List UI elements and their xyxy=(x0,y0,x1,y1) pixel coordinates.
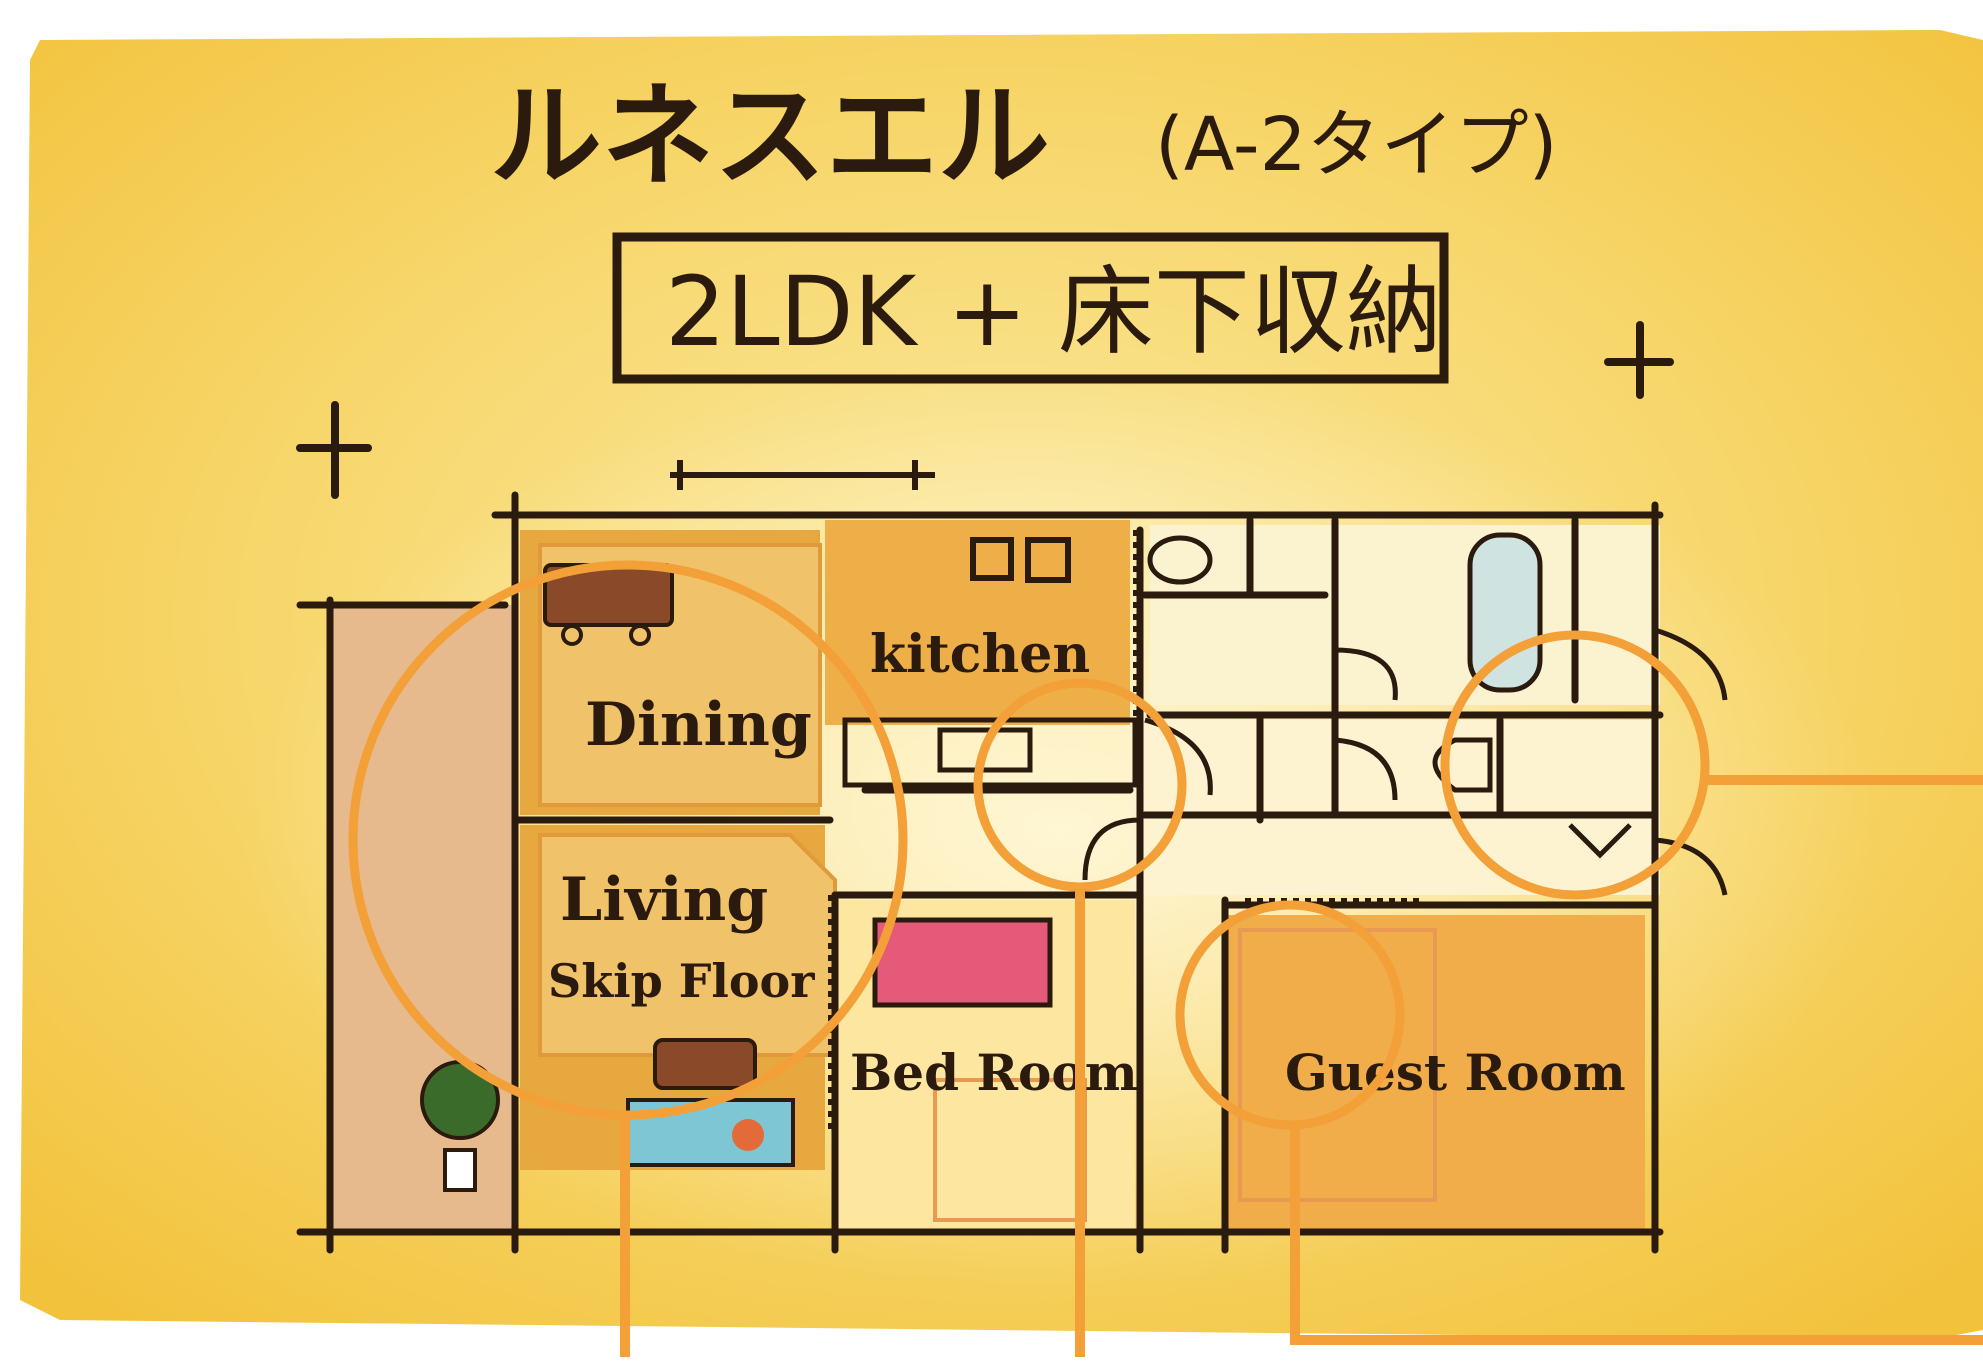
terrace-area xyxy=(330,605,512,1235)
dimension-marker xyxy=(670,460,935,490)
bath-area xyxy=(1150,525,1660,705)
callout-lines xyxy=(620,775,1983,1357)
kitchen-floor xyxy=(825,520,1130,725)
dotted-partitions xyxy=(828,530,1420,1130)
room-label-guest-room: Guest Room xyxy=(1285,1043,1626,1102)
bathtub-icon xyxy=(1467,532,1543,693)
room-label-dining: Dining xyxy=(585,690,812,760)
floor-plan-walls xyxy=(296,491,1664,1254)
guest-room-tatami xyxy=(1238,928,1437,1202)
chair-icon xyxy=(561,624,583,646)
sparkle-icon xyxy=(1604,321,1674,399)
chair-icon xyxy=(629,624,651,646)
door-swings xyxy=(1082,627,1728,896)
room-label-kitchen: kitchen xyxy=(870,624,1090,685)
kitchen-counter xyxy=(842,717,1138,788)
room-label-living: Living xyxy=(560,865,768,935)
room-label-bedroom: Bed Room xyxy=(850,1043,1138,1102)
room-label-skip-floor: Skip Floor xyxy=(548,954,815,1008)
sink-icon xyxy=(937,727,1033,773)
plan-title: ルネスエル xyxy=(490,72,1050,202)
stove-icon xyxy=(970,537,1071,583)
bed-icon xyxy=(872,917,1053,1008)
layout-badge-box xyxy=(612,232,1449,384)
layout-badge-text: 2LDK + 床下収納 xyxy=(665,256,1442,368)
triangle-marker xyxy=(1568,823,1632,859)
plan-type-subtitle: (A-2タイプ) xyxy=(1155,102,1558,188)
sofa-icon xyxy=(653,1038,757,1090)
sparkle-icon xyxy=(296,401,372,499)
cushion-icon xyxy=(732,1119,764,1151)
washbasin-icon xyxy=(1147,535,1213,585)
hall-area xyxy=(1130,720,1660,895)
